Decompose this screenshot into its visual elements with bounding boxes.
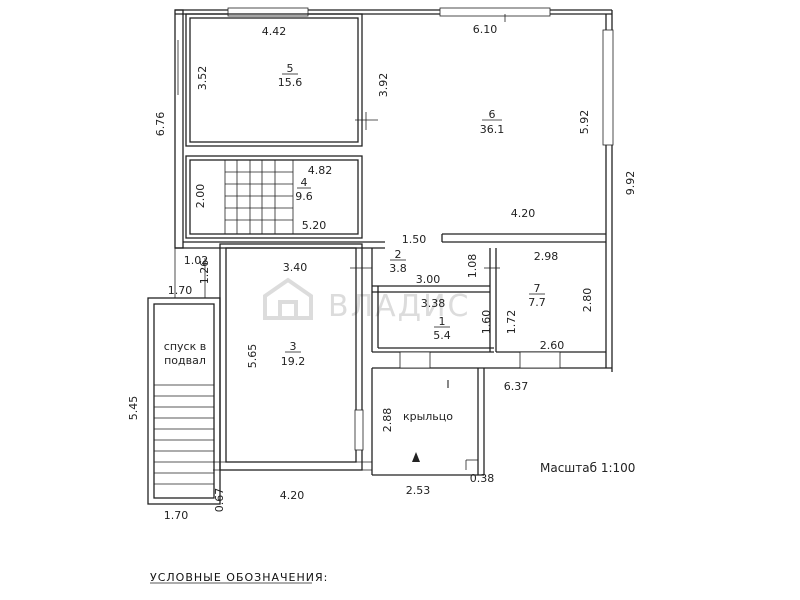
- room-labels: 5 15.6 6 36.1 4 9.6 2 3.8 7 7.7 1 5.4 3 …: [164, 62, 546, 423]
- dim-1-02: 1.02: [184, 254, 209, 267]
- scale-label: Масштаб 1:100: [540, 461, 635, 475]
- watermark: ВЛАДИС: [263, 277, 471, 324]
- dim-4-20-top: 4.20: [511, 207, 536, 220]
- dim-1-70-bot: 1.70: [164, 509, 189, 522]
- dim-1-60: 1.60: [480, 310, 493, 335]
- room-3-area: 19.2: [281, 355, 306, 368]
- dim-5-65: 5.65: [246, 344, 259, 369]
- room-2-area: 3.8: [389, 262, 407, 275]
- dim-1-50: 1.50: [402, 233, 427, 246]
- watermark-logo-icon: [263, 277, 313, 320]
- legend-title: УСЛОВНЫЕ ОБОЗНАЧЕНИЯ:: [150, 571, 328, 584]
- room-4-area: 9.6: [295, 190, 313, 203]
- dim-4-42: 4.42: [262, 25, 287, 38]
- dim-2-98: 2.98: [534, 250, 559, 263]
- dim-0-67: 0.67: [213, 488, 226, 513]
- dim-3-92: 3.92: [377, 73, 390, 98]
- room-7-number: 7: [534, 282, 541, 295]
- stairs-upper: [224, 160, 294, 234]
- walls: [147, 7, 614, 505]
- room-2-number: 2: [395, 248, 402, 261]
- porch-mark: I: [446, 378, 449, 391]
- dim-0-38: 0.38: [470, 472, 495, 485]
- dim-2-60: 2.60: [540, 339, 565, 352]
- dim-1-72: 1.72: [505, 310, 518, 335]
- dimensions: 4.42 6.10 3.52 3.92 5.92 6.76 9.92 4.82 …: [127, 23, 637, 522]
- watermark-text: ВЛАДИС: [328, 289, 471, 324]
- dim-5-92: 5.92: [578, 110, 591, 135]
- dim-2-53: 2.53: [406, 484, 431, 497]
- stairs-down-label-line1: спуск в: [164, 340, 206, 353]
- dim-2-00: 2.00: [194, 184, 207, 209]
- dim-9-92: 9.92: [624, 171, 637, 196]
- room-3-number: 3: [290, 340, 297, 353]
- dim-2-88: 2.88: [381, 408, 394, 433]
- dim-4-82: 4.82: [308, 164, 333, 177]
- dim-1-70-top: 1.70: [168, 284, 193, 297]
- dim-3-52: 3.52: [196, 66, 209, 91]
- dim-3-40: 3.40: [283, 261, 308, 274]
- room-5-number: 5: [287, 62, 294, 75]
- dim-6-10: 6.10: [473, 23, 498, 36]
- room-7-area: 7.7: [528, 296, 546, 309]
- room-6-number: 6: [489, 108, 496, 121]
- room-4-number: 4: [301, 176, 308, 189]
- porch-label: крыльцо: [403, 410, 453, 423]
- dim-2-80: 2.80: [581, 288, 594, 313]
- room-5-area: 15.6: [278, 76, 303, 89]
- dim-3-00: 3.00: [416, 273, 441, 286]
- stairs-down-label-line2: подвал: [164, 354, 206, 367]
- dim-6-37: 6.37: [504, 380, 529, 393]
- stairs-basement: [154, 384, 214, 485]
- dim-1-26: 1.26: [198, 260, 211, 285]
- dim-5-20: 5.20: [302, 219, 327, 232]
- room-1-number: 1: [439, 315, 446, 328]
- room-6-area: 36.1: [480, 123, 505, 136]
- dim-4-20-bot: 4.20: [280, 489, 305, 502]
- dim-1-08: 1.08: [466, 254, 479, 279]
- dim-6-76: 6.76: [154, 112, 167, 137]
- dim-3-38: 3.38: [421, 297, 446, 310]
- dim-5-45: 5.45: [127, 396, 140, 421]
- room-1-area: 5.4: [433, 329, 451, 342]
